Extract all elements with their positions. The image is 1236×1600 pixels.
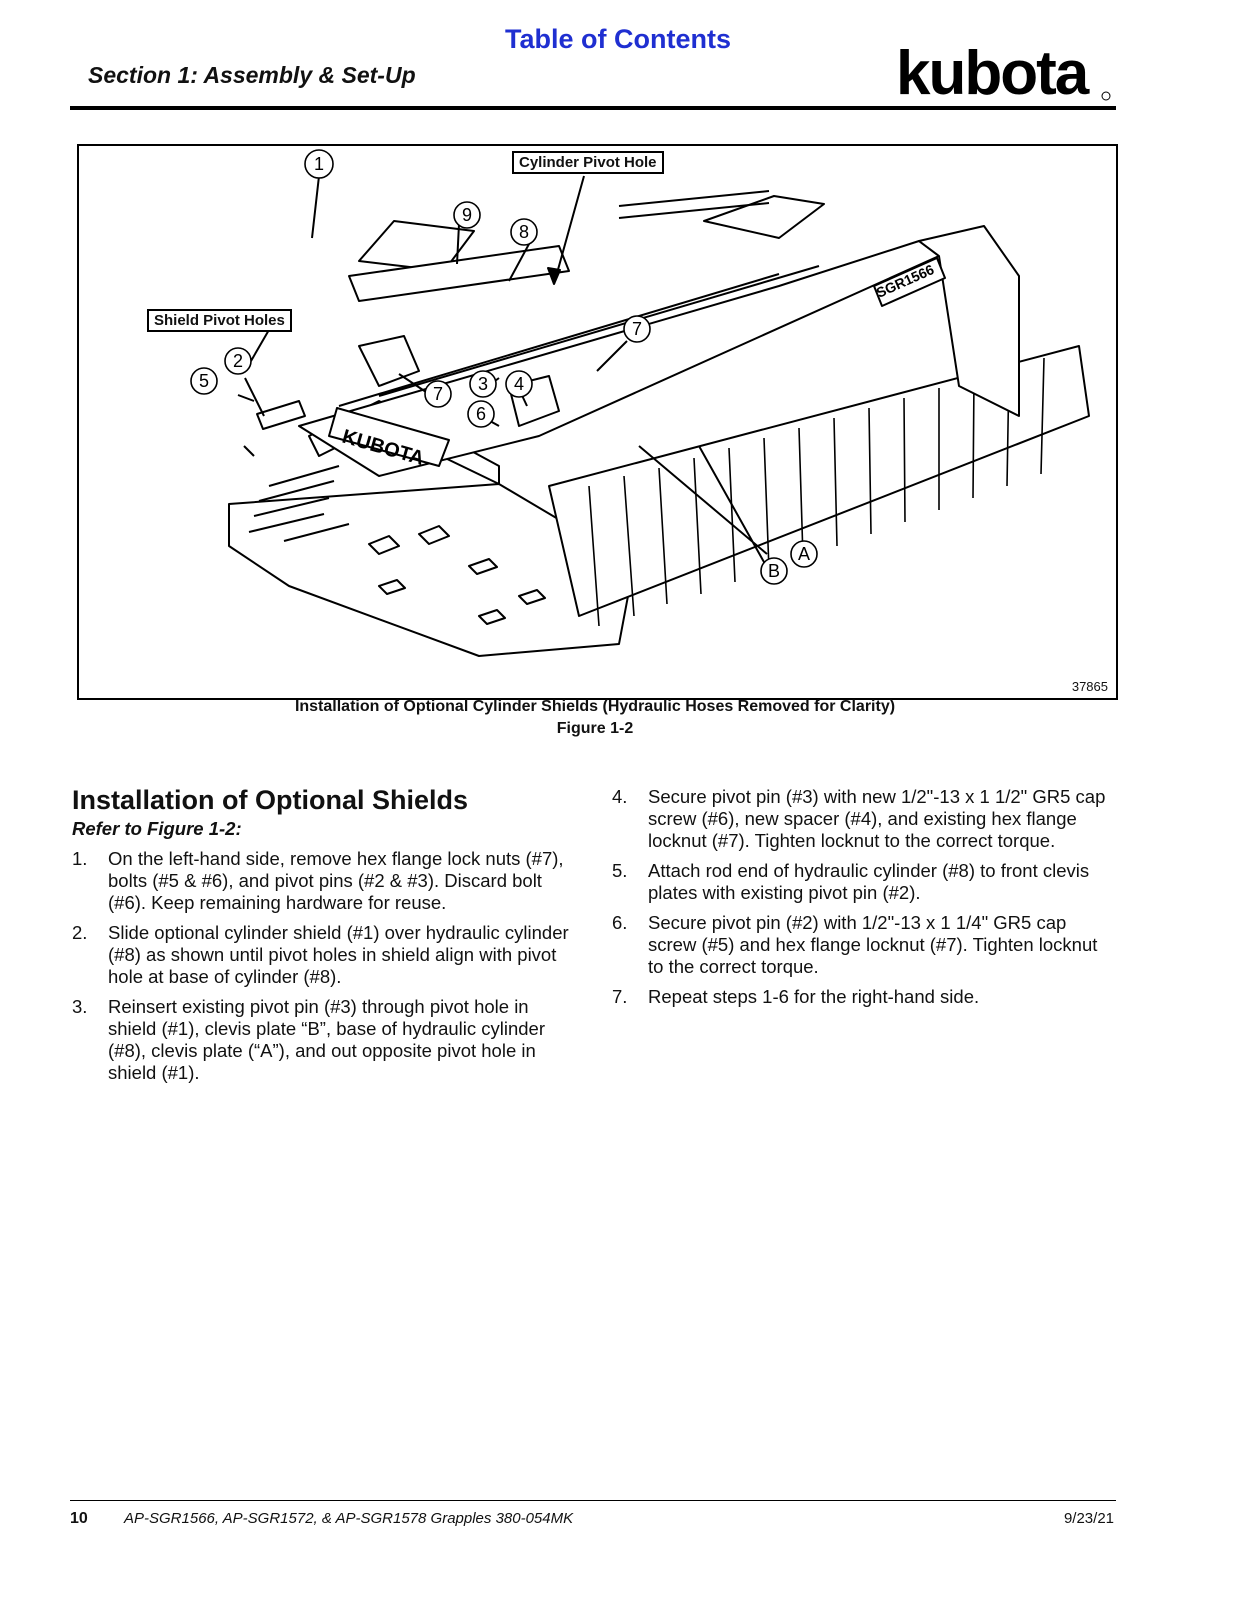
steps-list-right: 4. Secure pivot pin (#3) with new 1/2"-13… (612, 786, 1112, 1008)
svg-text:1: 1 (314, 154, 324, 174)
step-text: Secure pivot pin (#2) with 1/2"-13 x 1 1… (648, 912, 1098, 977)
grapple-illustration: 1 9 8 7 2 5 7 3 4 6 A B KUBOTA SGR1566 (190, 149, 1090, 657)
list-item: 2. Slide optional cylinder shield (#1) ov… (72, 922, 582, 988)
table-of-contents-link[interactable]: Table of Contents (505, 24, 731, 54)
list-item: 3. Reinsert existing pivot pin (#3) throu… (72, 996, 582, 1084)
section-heading: Installation of Optional Shields (72, 785, 469, 815)
balloon-5: 5 (190, 367, 218, 395)
figure-1-2: 1 9 8 7 2 5 7 3 4 6 A B KUBOTA SGR1566 C… (77, 144, 1118, 700)
step-text: Attach rod end of hydraulic cylinder (#8… (648, 860, 1090, 903)
revision-date: 9/23/21 (1063, 1510, 1114, 1527)
footer-divider (70, 1500, 1116, 1501)
list-item: 7. Repeat steps 1-6 for the right-hand si… (612, 986, 1112, 1008)
step-number: 4. (612, 786, 628, 807)
svg-text:7: 7 (433, 384, 443, 404)
step-number: 6. (612, 912, 628, 933)
svg-text:2: 2 (233, 351, 243, 371)
step-number: 7. (612, 986, 628, 1007)
balloon-a: A (790, 540, 818, 568)
callout-shield-pivot-holes: Shield Pivot Holes (147, 309, 292, 332)
kubota-logo-text: kubota (896, 42, 1090, 104)
step-text: On the left-hand side, remove hex flange… (108, 848, 564, 913)
balloon-7a: 7 (623, 315, 651, 343)
svg-text:3: 3 (478, 374, 488, 394)
svg-text:8: 8 (519, 222, 529, 242)
refer-to-figure: Refer to Figure 1-2: (72, 818, 242, 839)
figure-caption: Installation of Optional Cylinder Shield… (294, 698, 896, 715)
balloon-7b: 7 (424, 380, 452, 408)
header-divider (70, 106, 1116, 110)
step-text: Reinsert existing pivot pin (#3) through… (108, 996, 545, 1083)
kubota-logo: kubota (896, 42, 1111, 104)
list-item: 4. Secure pivot pin (#3) with new 1/2"-13… (612, 786, 1112, 852)
step-number: 5. (612, 860, 628, 881)
list-item: 5. Attach rod end of hydraulic cylinder (… (612, 860, 1112, 904)
page-number: 10 (70, 1510, 88, 1527)
balloon-3: 3 (469, 370, 497, 398)
steps-list-left: 1. On the left-hand side, remove hex flan… (72, 848, 582, 1084)
document-title: AP-SGR1566, AP-SGR1572, & AP-SGR1578 Gra… (124, 1510, 574, 1527)
figure-id: 37865 (1071, 679, 1108, 694)
list-item: 1. On the left-hand side, remove hex flan… (72, 848, 582, 914)
figure-label: Figure 1-2 (556, 720, 634, 737)
svg-text:B: B (768, 561, 780, 581)
step-text: Secure pivot pin (#3) with new 1/2"-13 x… (648, 786, 1106, 851)
section-title: Section 1: Assembly & Set-Up (88, 62, 416, 88)
step-number: 1. (72, 848, 88, 869)
left-column: Installation of Optional Shields Refer t… (72, 784, 582, 1092)
balloon-9: 9 (453, 201, 481, 229)
svg-text:9: 9 (462, 205, 472, 225)
balloon-6: 6 (467, 400, 495, 428)
svg-text:4: 4 (514, 374, 524, 394)
callout-cylinder-pivot-hole: Cylinder Pivot Hole (512, 151, 664, 174)
balloon-4: 4 (505, 370, 533, 398)
step-text: Repeat steps 1-6 for the right-hand side… (648, 986, 980, 1007)
svg-text:A: A (798, 544, 810, 564)
balloon-2: 2 (224, 347, 252, 375)
balloon-b: B (760, 557, 788, 585)
svg-text:5: 5 (199, 371, 209, 391)
svg-text:7: 7 (632, 319, 642, 339)
list-item: 6. Secure pivot pin (#2) with 1/2"-13 x 1… (612, 912, 1112, 978)
right-column: 4. Secure pivot pin (#3) with new 1/2"-13… (612, 786, 1112, 1016)
svg-text:6: 6 (476, 404, 486, 424)
step-number: 3. (72, 996, 88, 1017)
balloon-1: 1 (304, 149, 334, 179)
step-number: 2. (72, 922, 88, 943)
balloon-8: 8 (510, 218, 538, 246)
step-text: Slide optional cylinder shield (#1) over… (108, 922, 569, 987)
